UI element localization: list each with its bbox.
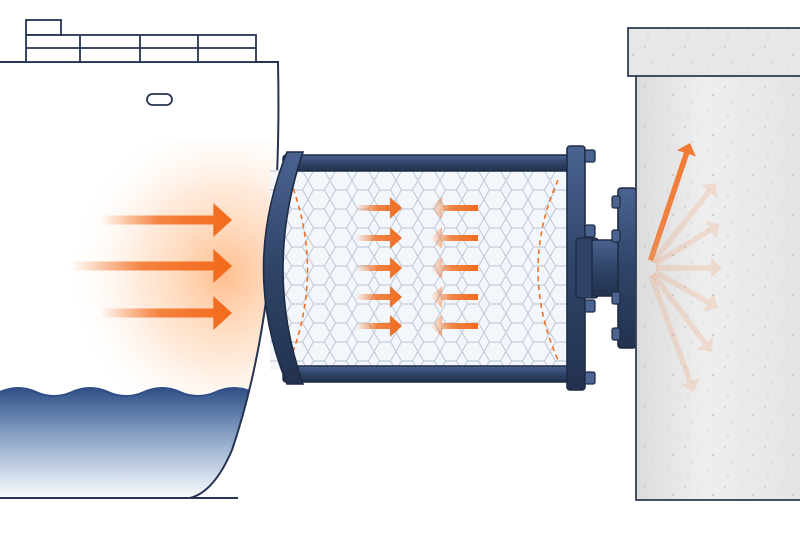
dispersed-arrow-icon: [648, 274, 700, 392]
porthole-icon: [146, 93, 173, 106]
dispersed-arrow-icon: [656, 258, 722, 278]
compression-line-right: [537, 179, 559, 361]
dispersed-arrow-icon: [650, 183, 717, 264]
dispersed-arrow-icon: [653, 269, 718, 312]
dispersed-arrow-icon: [650, 272, 714, 352]
compression-arrow-right-icon: [356, 227, 402, 249]
dock: [627, 27, 800, 501]
incoming-arrow-icon: [70, 249, 232, 283]
fender-front-plate: [262, 151, 305, 385]
compression-arrow-left-icon: [430, 197, 478, 219]
fender-top-frame: [282, 154, 578, 172]
compression-arrow-left-icon: [430, 257, 478, 279]
ship-superstructure: [25, 19, 257, 63]
compression-arrow-right-icon: [356, 315, 402, 337]
compression-line-left: [289, 179, 309, 361]
dock-mount-bracket: [617, 187, 637, 349]
compression-force-arrows: [356, 197, 478, 337]
incoming-force-arrows: [70, 203, 232, 330]
compression-arrow-right-icon: [356, 286, 402, 308]
fender: [262, 145, 637, 391]
compression-arrow-left-icon: [430, 315, 478, 337]
dispersed-force-arrows: [647, 143, 722, 392]
compression-arrow-left-icon: [430, 227, 478, 249]
incoming-arrow-icon: [100, 296, 232, 330]
dispersed-arrow-icon: [653, 221, 720, 267]
ship-hull: [0, 61, 280, 499]
compression-arrow-right-icon: [356, 257, 402, 279]
ship-waterline: [0, 387, 253, 498]
compression-arrow-right-icon: [356, 197, 402, 219]
compression-arrow-left-icon: [430, 286, 478, 308]
fender-bottom-frame: [282, 365, 578, 383]
ship: [0, 19, 280, 499]
fender-mount-arm: [591, 239, 623, 297]
bracket-bolt-icons: [611, 195, 621, 341]
foam-core: [270, 170, 572, 370]
dispersed-arrow-icon: [647, 143, 696, 262]
incoming-arrow-icon: [100, 203, 232, 237]
impact-glow: [20, 140, 279, 410]
